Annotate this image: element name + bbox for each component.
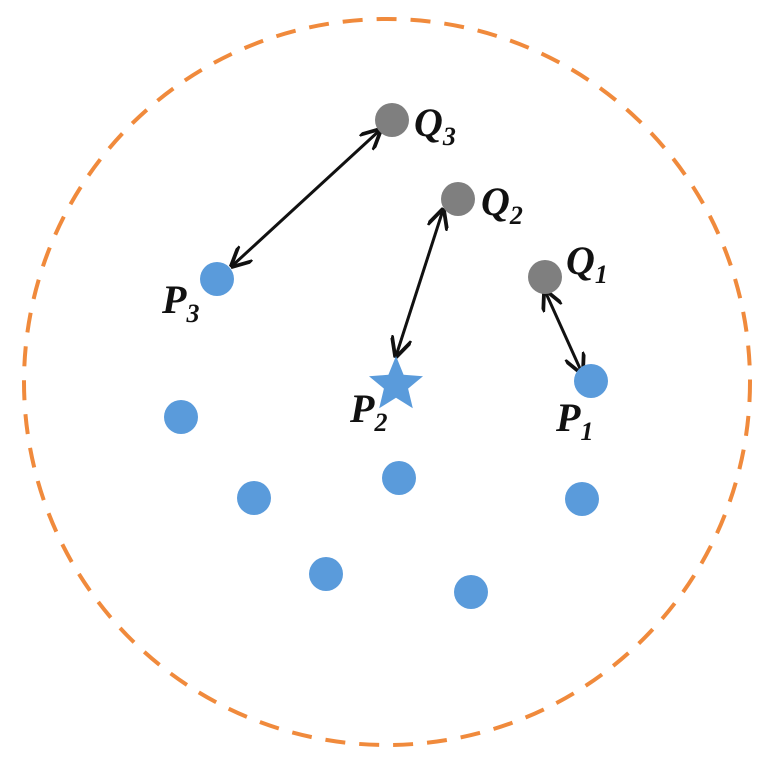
point-q2 [441, 182, 475, 216]
boundary-circle [22, 17, 752, 747]
point-p3 [200, 262, 234, 296]
point-blue [237, 481, 271, 515]
label-q1: Q1 [566, 238, 608, 289]
point-q3 [375, 103, 409, 137]
label-p2: P2 [349, 386, 387, 437]
arrow-p3-q3 [232, 130, 380, 266]
point-blue [454, 575, 488, 609]
point-q1 [528, 260, 562, 294]
arrow-p1-q1 [545, 291, 582, 373]
label-p1: P1 [555, 395, 593, 446]
point-p1 [574, 364, 608, 398]
label-p3: P3 [161, 277, 199, 328]
arrow-p2-q2 [396, 210, 443, 356]
point-blue [382, 461, 416, 495]
label-q3: Q3 [414, 100, 456, 151]
star-icon [369, 356, 423, 409]
point-blue [309, 557, 343, 591]
label-q2: Q2 [481, 179, 523, 230]
point-blue [565, 482, 599, 516]
point-blue [164, 400, 198, 434]
